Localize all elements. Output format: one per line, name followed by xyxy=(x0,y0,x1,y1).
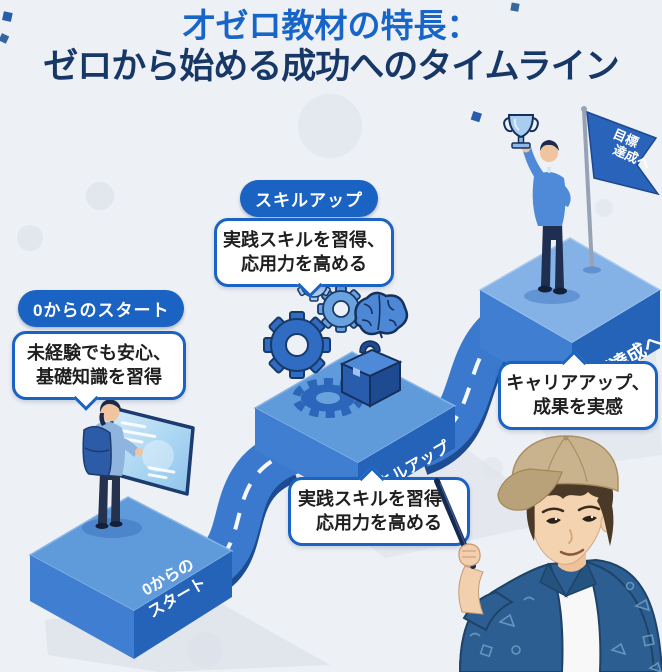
bubble-stage3-line1: キャリアアップ、 xyxy=(506,373,650,393)
badge-stage2-label: スキルアップ xyxy=(255,191,363,210)
screen-icon xyxy=(105,406,195,496)
title-line-1: 才ゼロ教材の特長： xyxy=(182,7,480,44)
bubble-stage1-line2: 基礎知識を習得 xyxy=(36,367,162,388)
bubble-stage2-top-line2: 応用力を高める xyxy=(241,254,367,275)
brain-icon xyxy=(354,291,409,339)
bubble-stage3: キャリアアップ、 成果を実感 xyxy=(498,350,658,430)
achiever-figure xyxy=(503,114,580,304)
learner-figure xyxy=(82,399,195,529)
bubble-stage2-top: 実践スキルを習得、 応用力を高める xyxy=(214,218,394,298)
bubble-stage2-bottom-line1: 実践スキルを習得、 xyxy=(298,489,460,509)
trophy-icon xyxy=(503,114,539,149)
badge-stage1: 0からのスタート xyxy=(18,290,185,327)
gear-icon xyxy=(263,311,331,379)
bubble-stage3-line2: 成果を実感 xyxy=(533,397,623,418)
badge-stage1-label: 0からのスタート xyxy=(33,301,170,320)
bubble-stage2-top-line1: 実践スキルを習得、 xyxy=(223,230,385,250)
toolbox-icon xyxy=(339,340,403,408)
instructor-figure xyxy=(434,435,662,672)
platform-start: 0からの スタート xyxy=(28,496,234,659)
bubble-stage1-line1: 未経験でも安心、 xyxy=(27,343,171,363)
backpack-icon xyxy=(82,425,112,477)
flag-icon: 目標 達成へ xyxy=(581,106,660,274)
bubble-stage1: 未経験でも安心、 基礎知識を習得 xyxy=(12,331,186,411)
bubble-stage2-bottom-line2: 応用力を高める xyxy=(316,513,442,534)
badge-stage2: スキルアップ xyxy=(240,180,378,217)
title-line-2: ゼロから始める成功へのタイムライン xyxy=(43,47,620,87)
page-title: 才ゼロ教材の特長： ゼロから始める成功へのタイムライン xyxy=(0,6,662,89)
